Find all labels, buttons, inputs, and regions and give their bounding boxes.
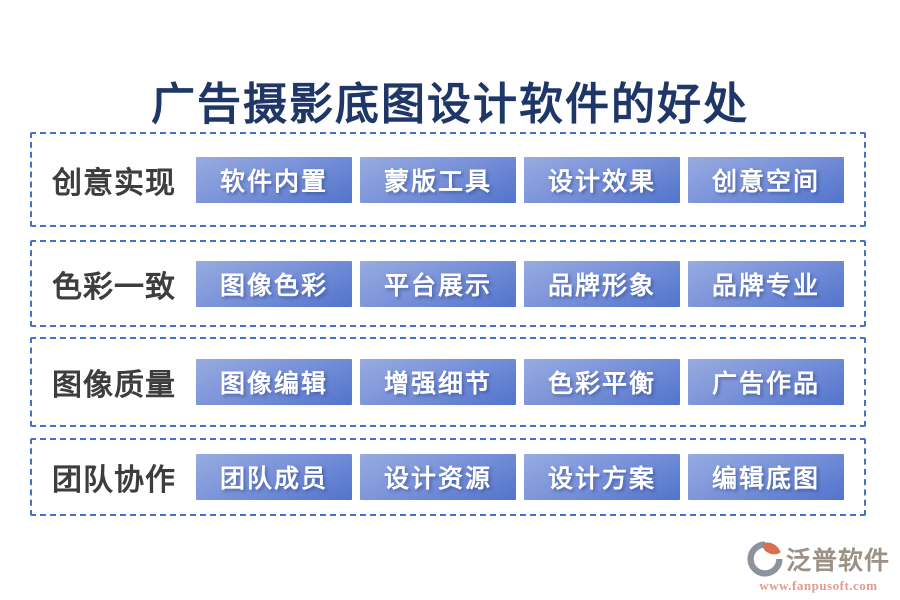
page-title: 广告摄影底图设计软件的好处 [151, 80, 749, 129]
benefit-button[interactable]: 图像编辑 [196, 359, 352, 405]
benefit-row-teamwork: 团队协作 团队成员 设计资源 设计方案 编辑底图 [30, 438, 866, 516]
benefit-button[interactable]: 平台展示 [360, 260, 516, 307]
benefit-button[interactable]: 软件内置 [196, 156, 352, 203]
row-buttons: 图像色彩 平台展示 品牌形象 品牌专业 [196, 260, 864, 307]
benefit-button[interactable]: 编辑底图 [688, 454, 844, 500]
benefit-button[interactable]: 设计效果 [524, 156, 680, 203]
row-label: 团队协作 [52, 464, 176, 497]
row-label: 色彩一致 [52, 270, 176, 304]
row-buttons: 图像编辑 增强细节 色彩平衡 广告作品 [196, 359, 864, 405]
benefit-button[interactable]: 图像色彩 [196, 260, 352, 307]
benefit-button[interactable]: 创意空间 [688, 156, 844, 203]
benefit-row-color: 色彩一致 图像色彩 平台展示 品牌形象 品牌专业 [30, 240, 866, 327]
benefit-button[interactable]: 增强细节 [360, 359, 516, 405]
benefit-button[interactable]: 广告作品 [688, 359, 844, 405]
benefit-button[interactable]: 设计方案 [524, 454, 680, 500]
row-buttons: 软件内置 蒙版工具 设计效果 创意空间 [196, 156, 864, 203]
benefit-row-quality: 图像质量 图像编辑 增强细节 色彩平衡 广告作品 [30, 337, 866, 427]
brand-url[interactable]: www.fanpusoft.com [759, 578, 878, 593]
benefit-button[interactable]: 蒙版工具 [360, 156, 516, 203]
benefit-button[interactable]: 团队成员 [196, 454, 352, 500]
benefit-button[interactable]: 品牌形象 [524, 260, 680, 307]
fanpu-logo-icon [747, 541, 783, 577]
brand-row: 泛普软件 [747, 541, 890, 577]
brand-name: 泛普软件 [785, 548, 890, 575]
benefit-button[interactable]: 设计资源 [360, 454, 516, 500]
row-buttons: 团队成员 设计资源 设计方案 编辑底图 [196, 454, 864, 500]
benefit-row-creative: 创意实现 软件内置 蒙版工具 设计效果 创意空间 [30, 132, 866, 227]
row-label: 图像质量 [52, 369, 176, 402]
row-label: 创意实现 [52, 166, 176, 200]
benefit-button[interactable]: 色彩平衡 [524, 359, 680, 405]
brand-footer: 泛普软件 www.fanpusoft.com [747, 541, 890, 594]
benefit-button[interactable]: 品牌专业 [688, 260, 844, 307]
